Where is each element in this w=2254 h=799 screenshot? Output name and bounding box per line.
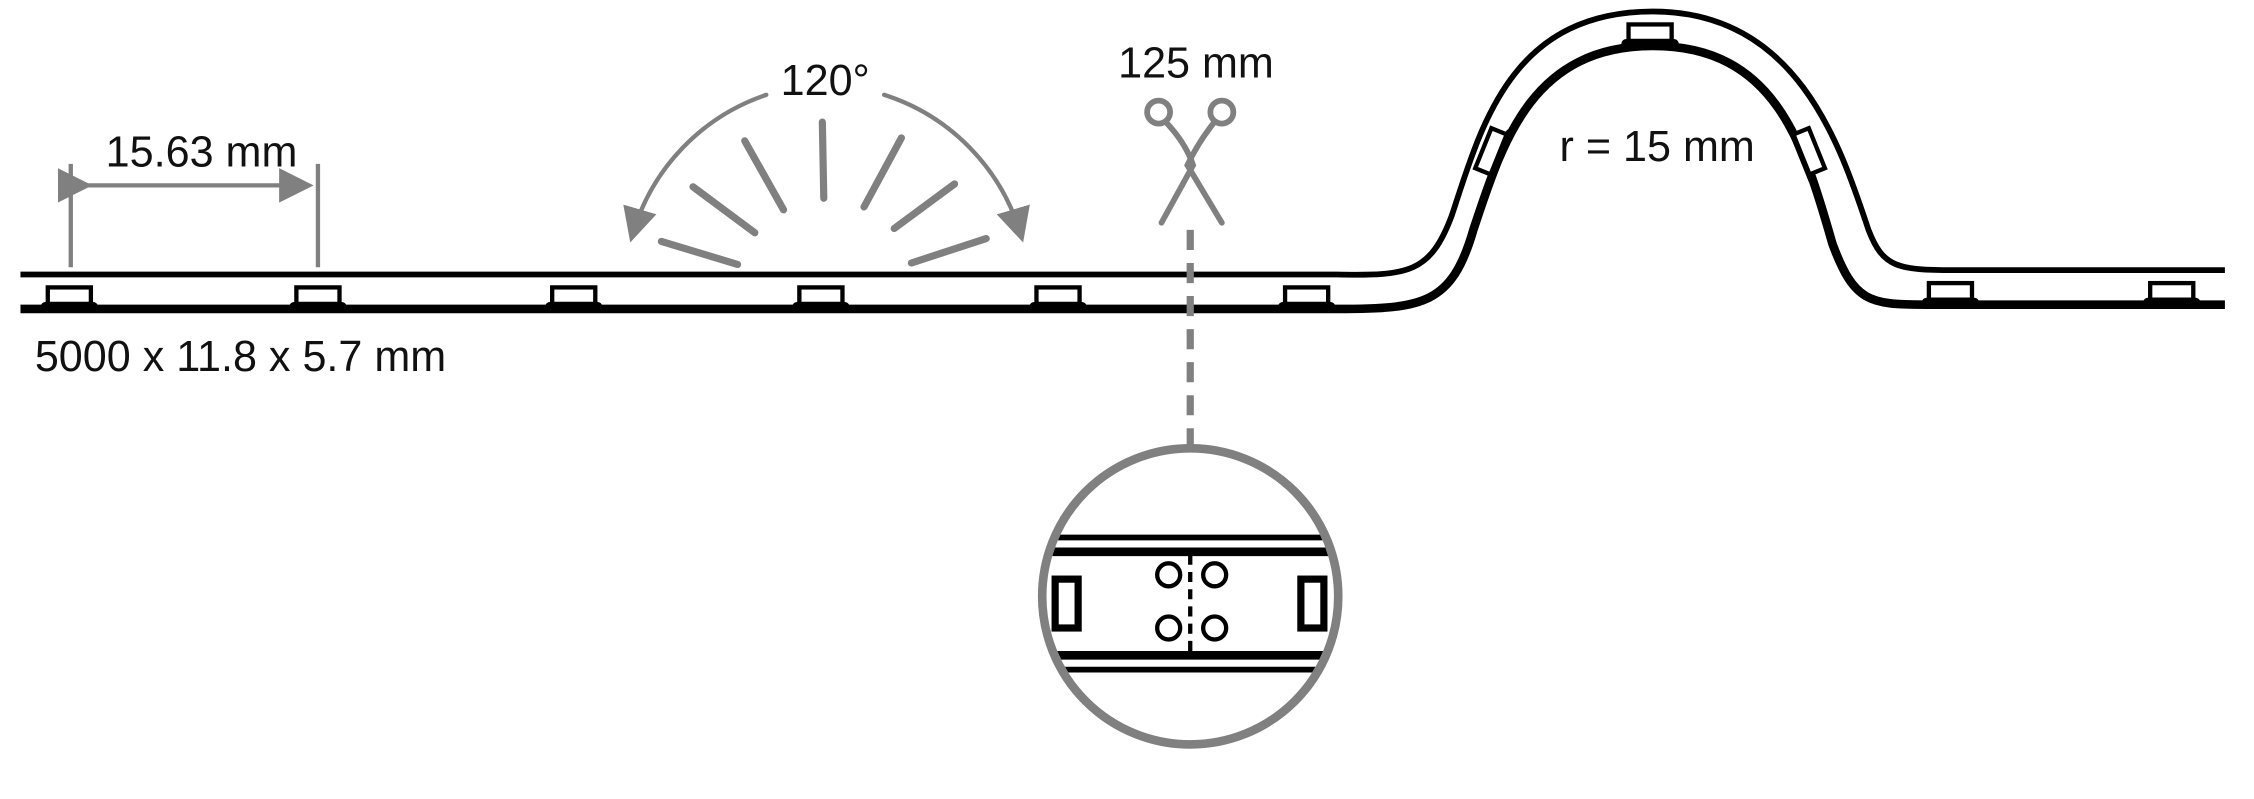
scissors-icon bbox=[1144, 97, 1237, 226]
led-chip bbox=[2143, 283, 2200, 303]
cut-length-label: 125 mm bbox=[1118, 40, 1274, 88]
led-chip bbox=[1278, 287, 1335, 307]
solder-pad bbox=[1155, 614, 1183, 642]
led-chip bbox=[1621, 24, 1678, 44]
led-chip bbox=[792, 287, 849, 307]
led-chip bbox=[1787, 122, 1827, 183]
strip-top-edge bbox=[20, 8, 2225, 278]
led-chip bbox=[41, 287, 98, 307]
strip-bottom-edge bbox=[20, 41, 2225, 314]
led-chip bbox=[1029, 287, 1086, 307]
pad bbox=[1051, 575, 1082, 632]
led-chip bbox=[545, 287, 602, 307]
led-chip bbox=[289, 287, 346, 307]
pad bbox=[1297, 575, 1328, 632]
led-strip bbox=[20, 8, 2225, 314]
angle-label: 120° bbox=[781, 57, 870, 105]
magnifier-circle bbox=[1037, 444, 1343, 749]
cut-point-detail bbox=[1037, 444, 1343, 749]
solder-pad bbox=[1155, 561, 1183, 589]
led-chip bbox=[1922, 283, 1979, 303]
beam-angle bbox=[623, 92, 1030, 269]
solder-pad bbox=[1201, 614, 1229, 642]
pitch-label: 15.63 mm bbox=[106, 129, 298, 177]
dimensions-label: 5000 x 11.8 x 5.7 mm bbox=[35, 333, 446, 381]
led-chip bbox=[1473, 122, 1513, 183]
radius-label: r = 15 mm bbox=[1560, 123, 1755, 171]
pitch-dimension bbox=[57, 163, 321, 268]
solder-pad bbox=[1201, 561, 1229, 589]
